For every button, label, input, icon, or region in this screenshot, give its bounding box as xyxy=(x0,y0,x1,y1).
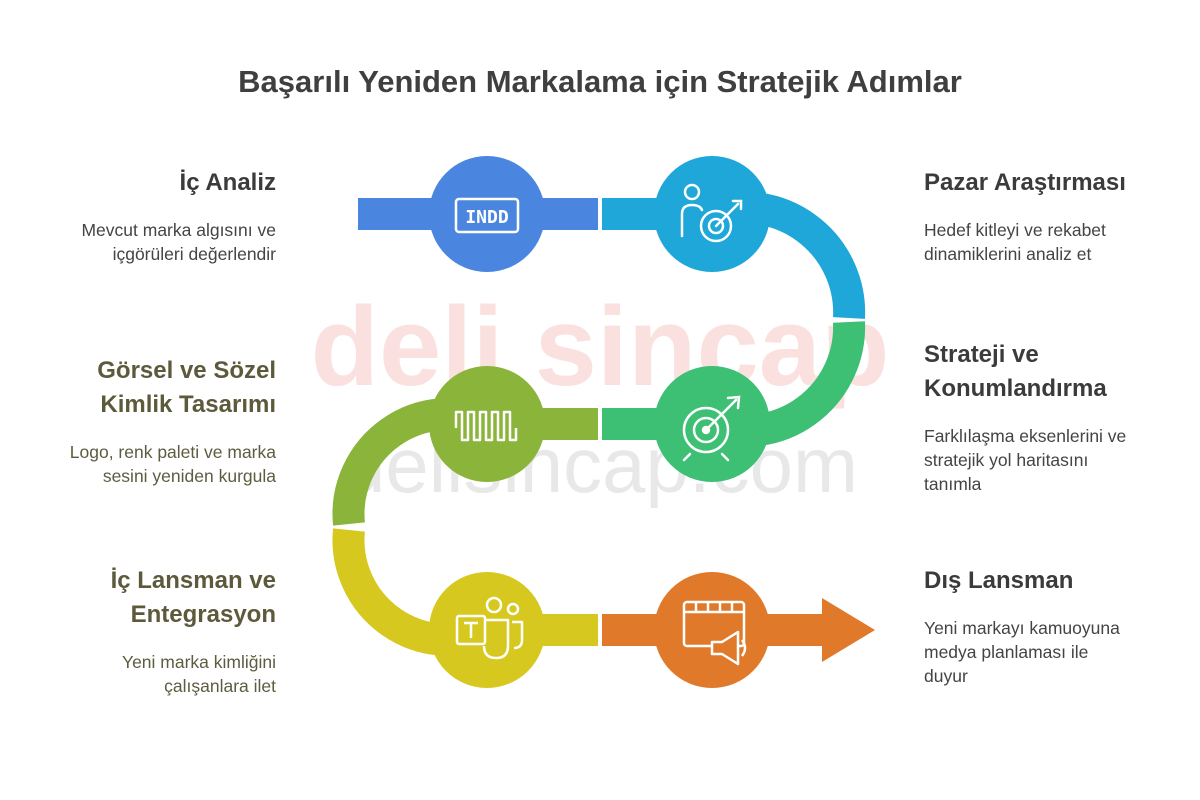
step-title: Pazar Araştırması xyxy=(924,166,1194,200)
step-desc-line: Yeni markayı kamuoyuna xyxy=(924,618,1120,638)
step-title: Strateji ve Konumlandırma xyxy=(924,338,1194,406)
step-desc-line: Yeni marka kimliğini xyxy=(122,652,276,672)
step-node-1: INDD xyxy=(429,156,545,272)
step-desc-line: medya planlaması ile xyxy=(924,642,1089,662)
step-text-ic-lansman: İç Lansman ve Entegrasyon Yeni marka kim… xyxy=(6,564,276,698)
step-node-2 xyxy=(654,156,770,272)
step-desc-line: Hedef kitleyi ve rekabet xyxy=(924,220,1106,240)
step-text-ic-analiz: İç Analiz Mevcut marka algısını ve içgör… xyxy=(6,166,276,266)
step-title-line: Dış Lansman xyxy=(924,567,1074,594)
step-node-3 xyxy=(654,366,770,482)
step-desc-line: çalışanlara ilet xyxy=(164,676,276,696)
teams-icon xyxy=(455,596,524,660)
step-node-4 xyxy=(429,366,545,482)
watermark-primary: deli sincap xyxy=(311,284,890,409)
step-desc-line: duyur xyxy=(924,666,968,686)
step-title: İç Analiz xyxy=(6,166,276,200)
step-title-line: İç Lansman ve xyxy=(110,567,276,594)
step-node-5 xyxy=(429,572,545,688)
step-desc-line: içgörüleri değerlendir xyxy=(112,244,276,264)
step-title-line: Pazar Araştırması xyxy=(924,169,1126,196)
indd-document-icon: INDD xyxy=(454,197,520,234)
step-desc-line: stratejik yol haritasını xyxy=(924,450,1089,470)
step-description: Yeni markayı kamuoyuna medya planlaması … xyxy=(924,616,1194,688)
step-title: Görsel ve Sözel Kimlik Tasarımı xyxy=(6,354,276,422)
step-description: Hedef kitleyi ve rekabet dinamiklerini a… xyxy=(924,218,1194,266)
arrow-head xyxy=(822,598,875,662)
step-text-pazar-arastirmasi: Pazar Araştırması Hedef kitleyi ve rekab… xyxy=(924,166,1194,266)
step-desc-line: Logo, renk paleti ve marka xyxy=(69,442,276,462)
step-desc-line: Mevcut marka algısını ve xyxy=(81,220,276,240)
media-megaphone-icon xyxy=(682,600,747,666)
step-description: Farklılaşma eksenlerini ve stratejik yol… xyxy=(924,424,1194,496)
step-title-line: Strateji ve xyxy=(924,341,1039,368)
page-title: Başarılı Yeniden Markalama için Strateji… xyxy=(238,64,962,99)
flow-path xyxy=(332,191,875,662)
step-desc-line: dinamiklerini analiz et xyxy=(924,244,1092,264)
step-title-line: Konumlandırma xyxy=(924,375,1107,402)
step-title-line: İç Analiz xyxy=(179,169,276,196)
step-description: Logo, renk paleti ve marka sesini yenide… xyxy=(6,440,276,488)
waveform-icon xyxy=(454,410,518,442)
step-desc-line: tanımla xyxy=(924,474,982,494)
person-target-icon xyxy=(680,183,743,243)
indd-icon-label: INDD xyxy=(465,207,509,228)
step-desc-line: sesini yeniden kurgula xyxy=(102,466,276,486)
step-description: Yeni marka kimliğini çalışanlara ilet xyxy=(6,650,276,698)
step-title-line: Görsel ve Sözel xyxy=(97,357,276,384)
step-text-strateji: Strateji ve Konumlandırma Farklılaşma ek… xyxy=(924,338,1194,496)
step-text-gorsel-kimlik: Görsel ve Sözel Kimlik Tasarımı Logo, re… xyxy=(6,354,276,488)
step-title: İç Lansman ve Entegrasyon xyxy=(6,564,276,632)
step-title: Dış Lansman xyxy=(924,564,1194,598)
step-node-6 xyxy=(654,572,770,688)
step-title-line: Entegrasyon xyxy=(130,601,276,628)
target-arrow-icon xyxy=(682,395,741,462)
step-title-line: Kimlik Tasarımı xyxy=(100,391,276,418)
step-desc-line: Farklılaşma eksenlerini ve xyxy=(924,426,1127,446)
step-text-dis-lansman: Dış Lansman Yeni markayı kamuoyuna medya… xyxy=(924,564,1194,688)
step-description: Mevcut marka algısını ve içgörüleri değe… xyxy=(6,218,276,266)
